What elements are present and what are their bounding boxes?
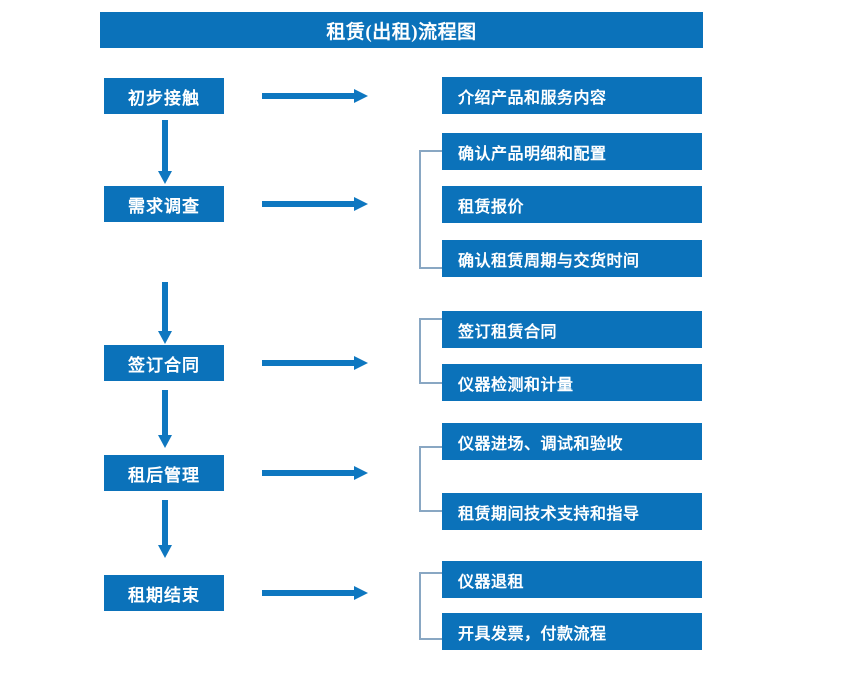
arrow-head-icon: [158, 331, 172, 344]
arrow-shaft: [262, 93, 356, 99]
arrow-head-icon: [158, 435, 172, 448]
stage-box-initial-contact[interactable]: 初步接触: [104, 78, 224, 114]
bracket-sign-contract: [419, 318, 442, 384]
stage-box-lease-end[interactable]: 租期结束: [104, 575, 224, 611]
bracket-post-rental-management: [419, 446, 442, 512]
arrow-right-requirement-survey: [262, 197, 368, 211]
detail-box-confirm-spec[interactable]: 确认产品明细和配置: [442, 133, 702, 170]
arrow-down-management-to-end: [158, 500, 172, 558]
detail-box-rental-quote[interactable]: 租赁报价: [442, 186, 702, 223]
arrow-right-lease-end: [262, 586, 368, 600]
bracket-lease-end: [419, 572, 442, 640]
arrow-shaft: [162, 282, 168, 331]
arrow-head-icon: [354, 466, 368, 480]
arrow-shaft: [262, 590, 356, 596]
detail-box-sign-rental-contract[interactable]: 签订租赁合同: [442, 311, 702, 348]
arrow-shaft: [262, 360, 356, 366]
arrow-head-icon: [354, 356, 368, 370]
arrow-head-icon: [158, 545, 172, 558]
arrow-head-icon: [354, 197, 368, 211]
detail-box-instrument-return[interactable]: 仪器退租: [442, 561, 702, 598]
arrow-right-post-rental-management: [262, 466, 368, 480]
arrow-shaft: [162, 500, 168, 545]
bracket-requirement-survey: [419, 150, 442, 269]
stage-box-post-rental-management[interactable]: 租后管理: [104, 455, 224, 491]
arrow-right-sign-contract: [262, 356, 368, 370]
arrow-down-contact-to-survey: [158, 120, 172, 184]
stage-box-requirement-survey[interactable]: 需求调查: [104, 186, 224, 222]
detail-box-tech-support[interactable]: 租赁期间技术支持和指导: [442, 493, 702, 530]
arrow-head-icon: [354, 89, 368, 103]
stage-box-sign-contract[interactable]: 签订合同: [104, 345, 224, 381]
arrow-shaft: [262, 201, 356, 207]
detail-box-instrument-inspection[interactable]: 仪器检测和计量: [442, 364, 702, 401]
arrow-head-icon: [354, 586, 368, 600]
arrow-down-survey-to-contract: [158, 282, 172, 344]
detail-box-confirm-period-delivery[interactable]: 确认租赁周期与交货时间: [442, 240, 702, 277]
detail-box-instrument-onsite[interactable]: 仪器进场、调试和验收: [442, 423, 702, 460]
arrow-shaft: [262, 470, 356, 476]
arrow-shaft: [162, 120, 168, 171]
detail-box-invoice-payment[interactable]: 开具发票，付款流程: [442, 613, 702, 650]
arrow-shaft: [162, 390, 168, 435]
diagram-title: 租赁(出租)流程图: [100, 12, 703, 48]
detail-box-intro-products[interactable]: 介绍产品和服务内容: [442, 77, 702, 114]
arrow-down-contract-to-management: [158, 390, 172, 448]
arrow-head-icon: [158, 171, 172, 184]
arrow-right-initial-contact: [262, 89, 368, 103]
